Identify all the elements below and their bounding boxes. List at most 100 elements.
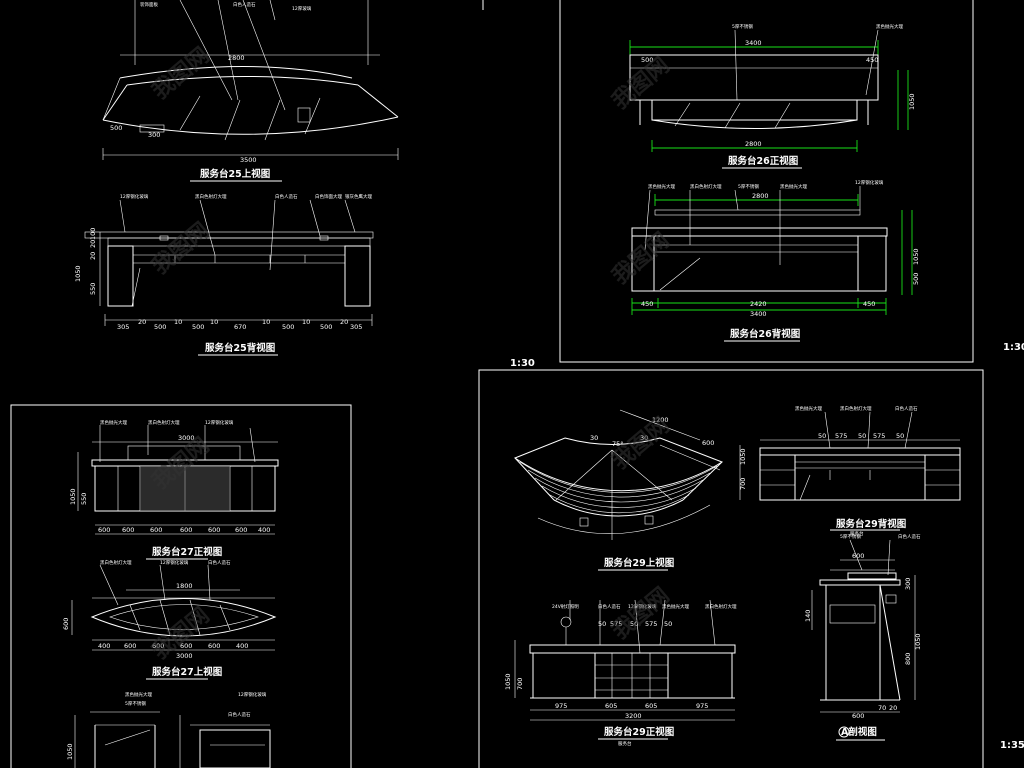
sheet-frame-26 xyxy=(559,0,974,363)
dim-2800: 2800 xyxy=(752,192,769,200)
dim-70: 70 xyxy=(878,704,886,712)
svg-text:装饰面板: 装饰面板 xyxy=(140,1,158,8)
svg-text:575: 575 xyxy=(873,432,885,440)
height-1050: 1050 xyxy=(739,448,747,465)
svg-text:白色饰面大理: 白色饰面大理 xyxy=(315,193,342,200)
svg-text:黑白色射灯大理: 黑白色射灯大理 xyxy=(690,183,722,190)
svg-text:605: 605 xyxy=(605,702,617,710)
svg-text:白色人造石: 白色人造石 xyxy=(233,1,256,8)
height-700: 700 xyxy=(516,678,524,690)
drawing-27-front-view: 黑色抛光大理 黑白色射灯大理 12厚钢化玻璃 3000 600 600 600 … xyxy=(69,419,279,560)
svg-text:黑色抛光大理: 黑色抛光大理 xyxy=(780,183,807,190)
subtitle-29-front: 服务台 xyxy=(618,740,632,747)
height-1050: 1050 xyxy=(69,488,77,505)
svg-text:600: 600 xyxy=(152,642,164,650)
title-27-front: 服务台27正视图 xyxy=(152,546,222,558)
svg-text:10: 10 xyxy=(174,318,182,326)
svg-text:我图网: 我图网 xyxy=(608,583,675,645)
svg-text:500: 500 xyxy=(192,323,204,331)
angle-75: 75° xyxy=(612,440,624,448)
svg-text:600: 600 xyxy=(122,526,134,534)
angle-30a: 30 xyxy=(590,434,598,442)
height-100: 100 xyxy=(89,228,97,240)
dim-1200: 1200 xyxy=(652,416,669,424)
svg-text:我图网: 我图网 xyxy=(148,43,215,105)
drawing-29-top-view: 1200 600 75° 30 30 服务台29上视图 xyxy=(513,409,724,571)
height-1050: 1050 xyxy=(74,265,82,282)
svg-text:575: 575 xyxy=(645,620,657,628)
title-25-back: 服务台25背视图 xyxy=(205,342,275,354)
height-1050: 1050 xyxy=(504,673,512,690)
dim-450b: 450 xyxy=(863,300,875,308)
title-26-front: 服务台26正视图 xyxy=(728,155,798,167)
angle-30b: 30 xyxy=(640,434,648,442)
dim-20: 20 xyxy=(889,704,897,712)
svg-text:600: 600 xyxy=(180,526,192,534)
back25-width-labels: 305 20 500 10 500 10 670 10 500 10 500 2… xyxy=(117,318,362,331)
svg-text:600: 600 xyxy=(208,526,220,534)
svg-text:10: 10 xyxy=(302,318,310,326)
svg-text:500: 500 xyxy=(320,323,332,331)
svg-text:575: 575 xyxy=(610,620,622,628)
dim-1800: 1800 xyxy=(176,582,193,590)
svg-text:600: 600 xyxy=(180,642,192,650)
svg-text:白色人造石: 白色人造石 xyxy=(895,405,918,412)
svg-text:670: 670 xyxy=(234,323,246,331)
height-300: 300 xyxy=(904,578,912,590)
dim-3400: 3400 xyxy=(745,39,762,47)
dim-500: 500 xyxy=(110,124,122,132)
svg-text:10: 10 xyxy=(210,318,218,326)
sheet-frame-29 xyxy=(478,369,984,768)
svg-text:50: 50 xyxy=(818,432,826,440)
svg-text:400: 400 xyxy=(98,642,110,650)
drawing-29-section-a: 5厚不锈钢 白色人造石 600 600 1050 800 140 300 70 … xyxy=(804,533,922,741)
dim-2420: 2420 xyxy=(750,300,767,308)
svg-text:白色人造石: 白色人造石 xyxy=(598,603,621,610)
front27-width-labels: 600 600 600 600 600 600 400 xyxy=(98,526,270,534)
svg-text:我图网: 我图网 xyxy=(148,218,215,280)
svg-text:黑色抛光大理: 黑色抛光大理 xyxy=(662,603,689,610)
back29-width-labels: 50 575 50 575 50 xyxy=(818,432,904,440)
height-500: 500 xyxy=(912,273,920,285)
dim-2800: 2800 xyxy=(745,140,762,148)
dim-450: 450 xyxy=(866,56,878,64)
title-29-top: 服务台29上视图 xyxy=(604,557,674,569)
svg-text:12厚钢化玻璃: 12厚钢化玻璃 xyxy=(160,559,189,566)
dim-2800: 2800 xyxy=(228,54,245,62)
svg-text:白色人造石: 白色人造石 xyxy=(208,559,231,566)
dim-3000: 3000 xyxy=(178,434,195,442)
scale-label-3: 1:35 xyxy=(1000,740,1024,751)
svg-text:400: 400 xyxy=(236,642,248,650)
height-550: 550 xyxy=(80,493,88,505)
dim-300: 300 xyxy=(148,131,160,139)
svg-text:银灰色鹰大理: 银灰色鹰大理 xyxy=(345,193,372,200)
height-800: 800 xyxy=(904,653,912,665)
height-140: 140 xyxy=(804,610,812,622)
svg-text:600: 600 xyxy=(235,526,247,534)
svg-text:黑白色射灯大理: 黑白色射灯大理 xyxy=(100,559,132,566)
svg-text:10: 10 xyxy=(262,318,270,326)
svg-text:12厚钢化玻璃: 12厚钢化玻璃 xyxy=(120,193,149,200)
height-1050: 1050 xyxy=(914,633,922,650)
svg-text:黑白色射灯大理: 黑白色射灯大理 xyxy=(148,419,180,426)
drawing-27-back-view: 黑色抛光大理 5厚不锈钢 12厚钢化玻璃 白色人造石 1050 xyxy=(66,691,271,768)
svg-text:600: 600 xyxy=(98,526,110,534)
svg-text:605: 605 xyxy=(645,702,657,710)
drawing-26-front-view: 5厚不锈钢 黑色抛光大理 3400 2800 500 450 1050 服务台2… xyxy=(629,23,916,169)
svg-text:12厚钢化玻璃: 12厚钢化玻璃 xyxy=(238,691,267,698)
dim-600-top: 600 xyxy=(852,552,864,560)
svg-text:白色人造石: 白色人造石 xyxy=(898,533,921,540)
svg-text:12厚钢化玻璃: 12厚钢化玻璃 xyxy=(855,179,884,186)
svg-text:黑色抛光大理: 黑色抛光大理 xyxy=(876,23,903,30)
scale-label-2: 1:30 xyxy=(1003,342,1024,353)
dim-450a: 450 xyxy=(641,300,653,308)
front29-width-labels: 975 605 605 975 3200 xyxy=(555,702,708,720)
svg-text:50: 50 xyxy=(858,432,866,440)
front29-top-labels: 50 575 50 575 50 xyxy=(598,620,672,628)
svg-text:575: 575 xyxy=(835,432,847,440)
height-1050: 1050 xyxy=(66,743,74,760)
svg-text:305: 305 xyxy=(117,323,129,331)
svg-text:50: 50 xyxy=(664,620,672,628)
svg-text:白色人造石: 白色人造石 xyxy=(275,193,298,200)
svg-text:600: 600 xyxy=(150,526,162,534)
